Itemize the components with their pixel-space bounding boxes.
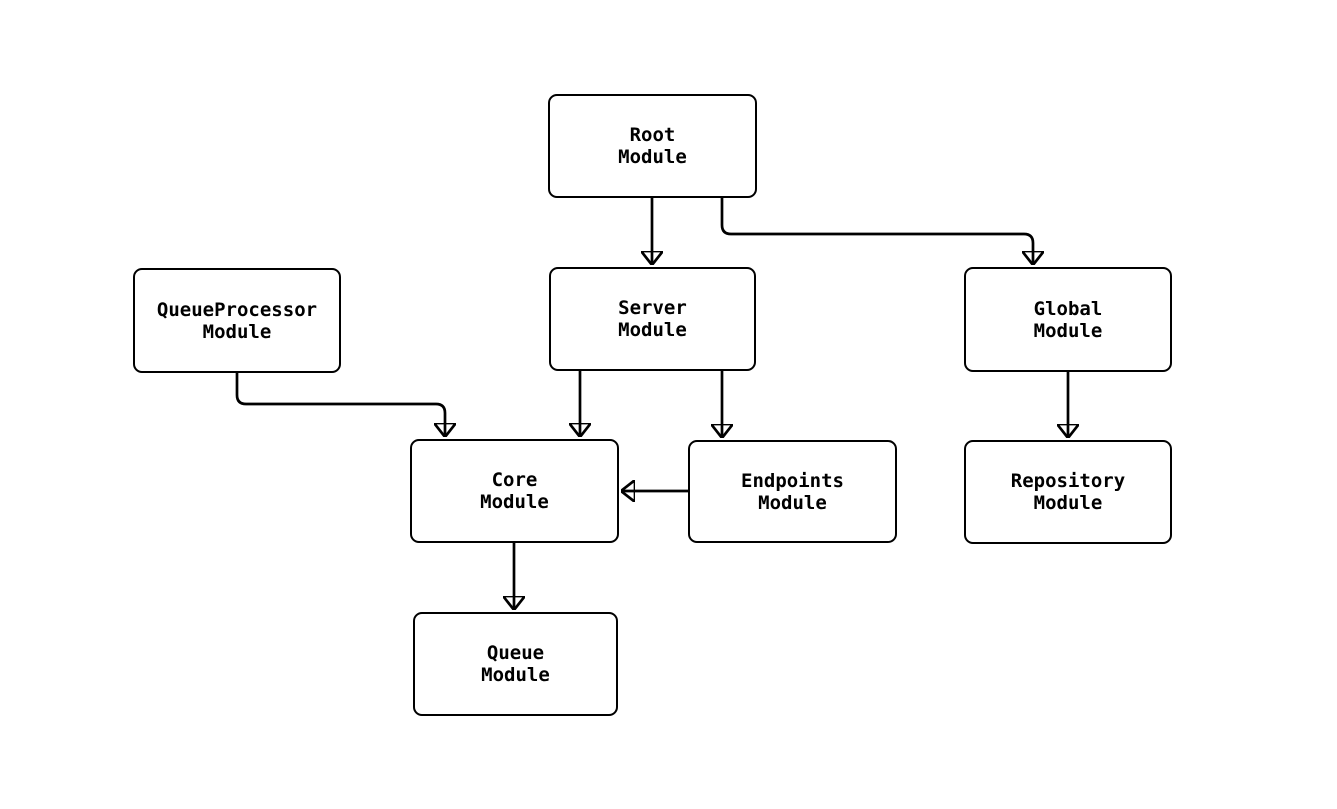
node-root-module: Root Module <box>548 94 757 198</box>
edge-root-to-global <box>720 198 1033 264</box>
edge-queueprocessor-to-core <box>235 373 445 436</box>
node-core-module: Core Module <box>410 439 619 543</box>
node-endpoints-module: Endpoints Module <box>688 440 897 543</box>
node-queueprocessor-module: QueueProcessor Module <box>133 268 341 373</box>
node-server-module: Server Module <box>549 267 756 371</box>
node-queue-module: Queue Module <box>413 612 618 716</box>
node-global-module: Global Module <box>964 267 1172 372</box>
node-repository-module: Repository Module <box>964 440 1172 544</box>
